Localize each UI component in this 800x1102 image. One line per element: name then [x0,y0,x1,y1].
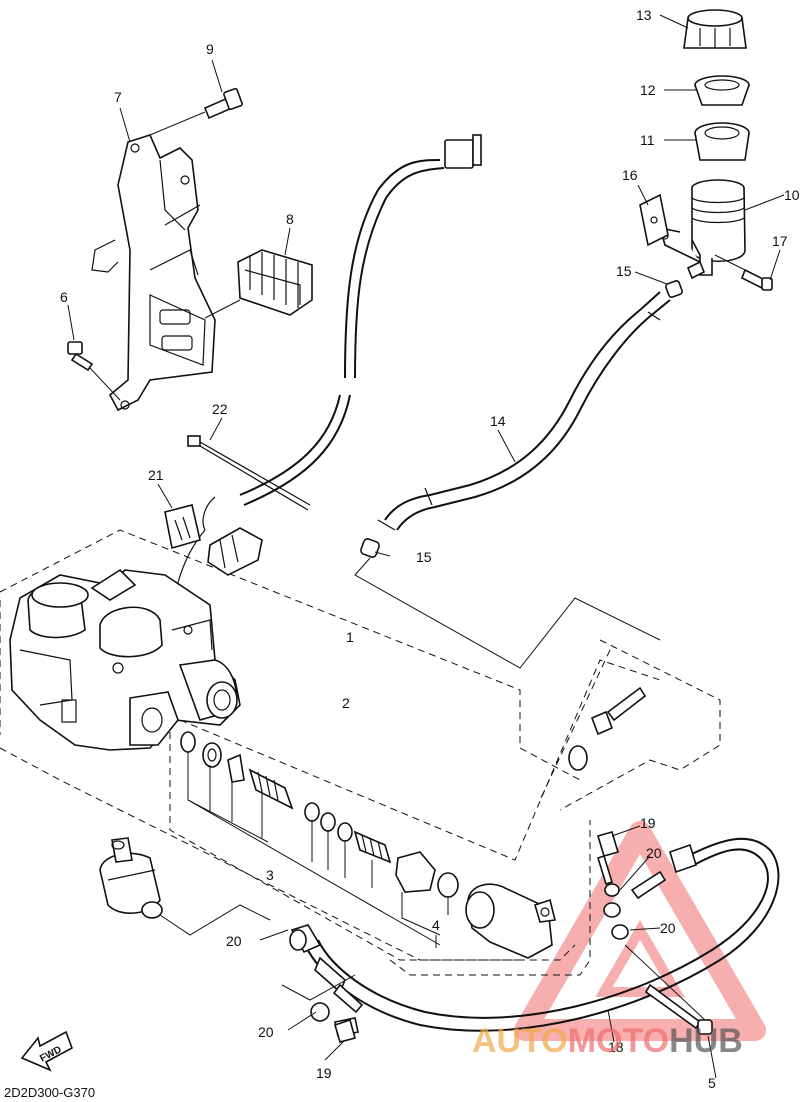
bolt-9 [149,87,243,136]
callout-6: 6 [60,289,68,305]
callout-13: 13 [636,7,652,23]
master-cylinder [465,686,647,959]
callout-20-a: 20 [646,845,662,861]
fwd-arrow-icon: FWD [20,1030,73,1072]
watermark-part-hub: HUB [669,1022,743,1060]
wire-harness [164,134,482,641]
callout-12: 12 [640,82,656,98]
callout-leaders [67,14,785,1079]
callout-22: 22 [212,401,228,417]
throttle-body [9,568,241,751]
callout-2: 2 [342,695,350,711]
callout-9: 9 [206,41,214,57]
callout-19-bottom: 19 [316,1065,332,1081]
callout-20-d: 20 [258,1024,274,1040]
assembly-outlines [0,529,721,976]
bracket-assembly [67,87,313,412]
plate-11 [694,122,750,161]
screw-17 [714,254,773,291]
callout-16: 16 [622,167,638,183]
callout-15-lower: 15 [416,549,432,565]
callout-17: 17 [772,233,788,249]
screw-6 [67,341,121,401]
hose-14 [354,291,671,669]
bracket [108,134,216,412]
callout-4: 4 [432,917,440,933]
clamp-15-top [665,260,706,298]
piston-kit [180,731,459,948]
coupler-21 [164,504,201,550]
regulator-8 [204,249,313,319]
clamp-15-lower [360,538,380,558]
callout-20-b: 20 [660,920,676,936]
callout-19-top: 19 [640,815,656,831]
callout-10: 10 [784,187,800,203]
callout-labels: 13 12 11 10 16 17 15 14 15 9 7 8 6 22 21… [60,7,800,1091]
callout-5: 5 [708,1075,716,1091]
watermark-text: AUTOMOTOHUB [472,1022,743,1060]
callout-8: 8 [286,211,294,227]
bracket-16 [639,193,669,247]
callout-18: 18 [608,1039,624,1055]
callout-3: 3 [266,867,274,883]
reservoir-tank-10 [658,179,746,276]
callout-20-c: 20 [226,933,242,949]
brake-hose-18 [281,831,780,1043]
callout-11: 11 [640,132,655,148]
drawing-code: 2D2D300-G370 [4,1085,95,1100]
cable-tie-22 [187,435,311,511]
watermark [514,821,766,1041]
diaphragm-12 [694,75,750,106]
watermark-part-auto: AUTO [472,1022,568,1060]
reservoir-assembly [639,9,773,298]
svg-text:AUTOMOTOHUB: AUTOMOTOHUB [472,1022,743,1060]
callout-15-top: 15 [616,263,632,279]
watermark-part-moto: MOTO [568,1022,669,1060]
callout-1: 1 [346,629,354,645]
watermark-triangle [514,821,766,1041]
callout-21: 21 [148,467,164,483]
sensor-connector [207,527,263,576]
brake-switch [99,837,271,936]
callout-14: 14 [490,413,506,429]
cap-13 [683,9,747,49]
callout-7: 7 [114,89,122,105]
